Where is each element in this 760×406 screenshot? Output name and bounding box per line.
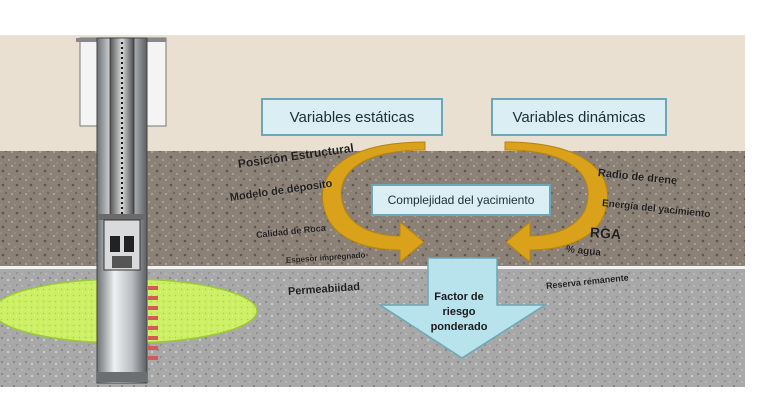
factor-line-2: riesgo [442,306,476,318]
down-arrow-icon [377,257,548,359]
complexity-label: Complejidad del yacimiento [387,193,535,207]
dynamic-variables-box: Variables dinámicas [491,98,667,136]
right-label-rga: RGA [589,224,622,243]
curved-arrow-right-icon [504,141,608,264]
factor-line-3: ponderado [430,321,488,333]
dynamic-variables-label: Variables dinámicas [512,108,646,126]
curved-arrow-left-icon [322,141,426,264]
factor-line-1: Factor de [434,291,484,303]
perforation-icon [148,286,158,360]
static-variables-label: Variables estáticas [289,108,415,126]
factor-text: Factor de riesgo ponderado [400,290,518,335]
boundary-line [0,266,745,269]
static-variables-box: Variables estáticas [261,98,443,136]
well-casing-icon [76,37,167,384]
complexity-box: Complejidad del yacimiento [371,184,551,216]
